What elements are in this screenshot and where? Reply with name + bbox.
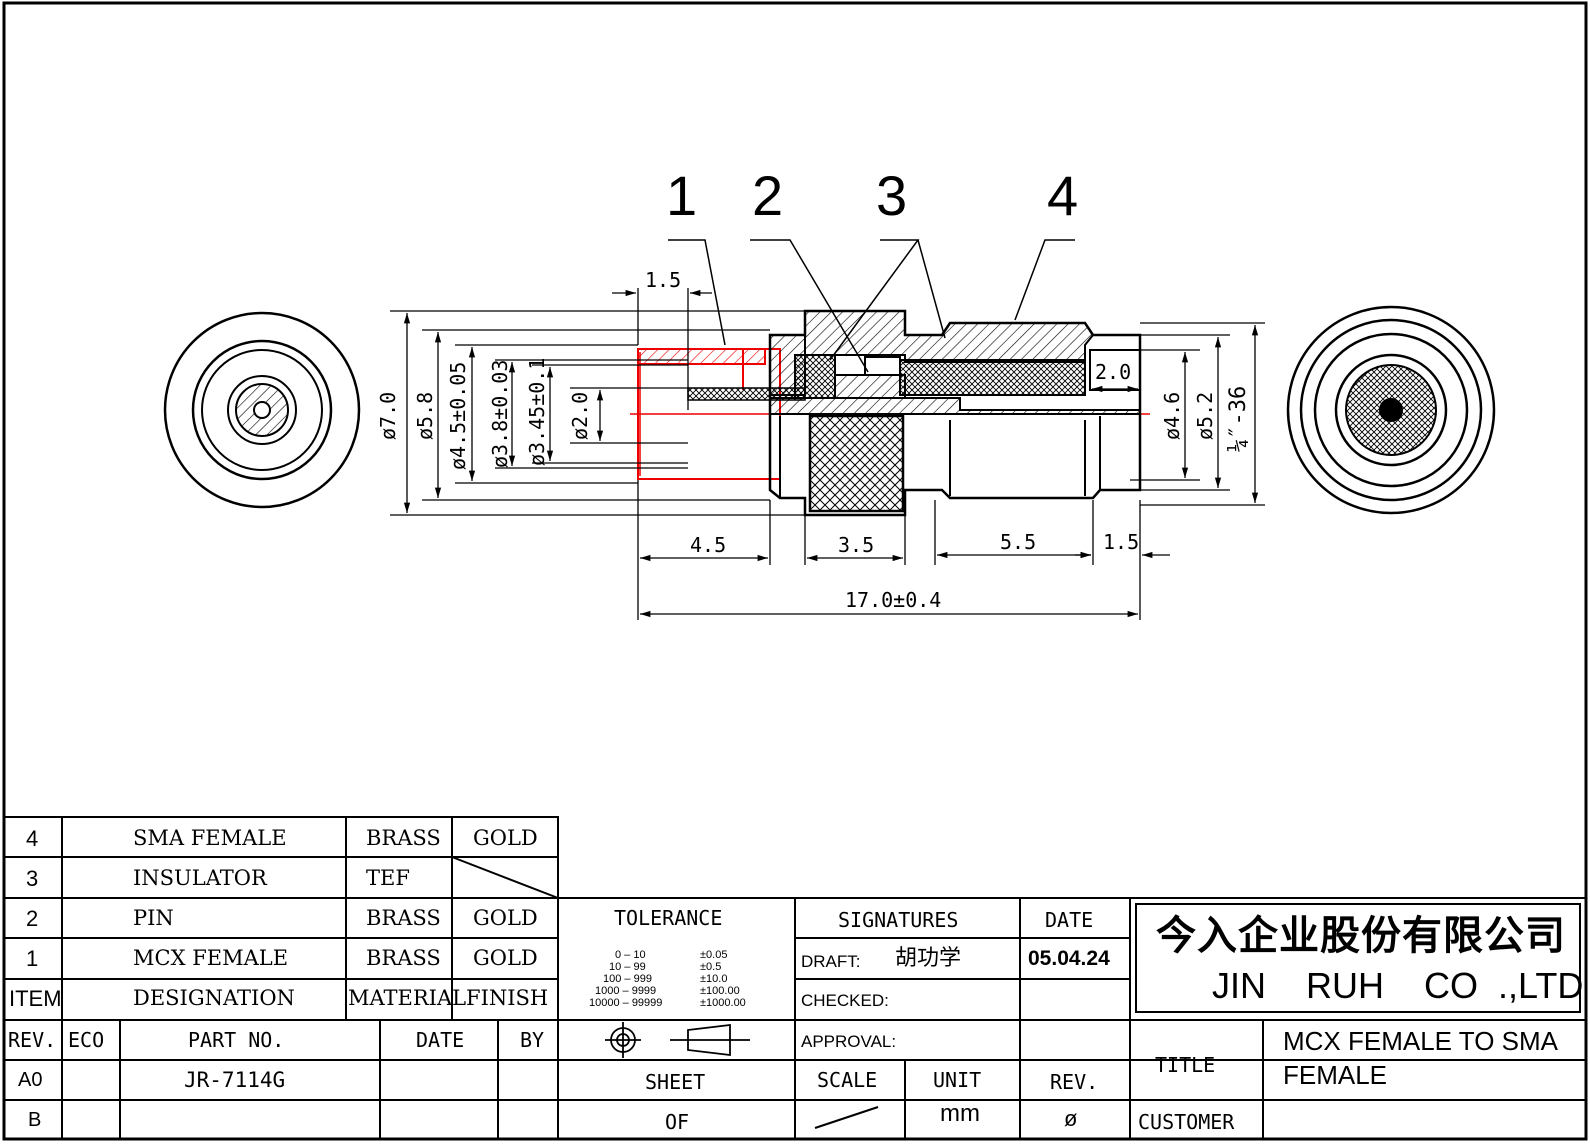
dim-top-1-5: 1.5 xyxy=(645,268,682,292)
title-label: TITLE xyxy=(1155,1053,1216,1077)
dim-dia-5-2: ø5.2 xyxy=(1193,391,1217,440)
tol-value-3: ±100.00 xyxy=(700,985,740,997)
bom-header-designation: DESIGNATION xyxy=(133,986,295,1010)
tol-value-2: ±10.0 xyxy=(700,973,728,985)
by-header: BY xyxy=(520,1028,545,1052)
approval-label: APPROVAL: xyxy=(801,1032,897,1051)
balloon-2: 2 xyxy=(752,164,784,227)
dim-dia-3-45: ø3.45±0.1 xyxy=(525,357,549,466)
title-block-grid xyxy=(3,816,1586,1139)
company-name-chinese: 今入企业股份有限公司 xyxy=(1156,914,1566,958)
company-name-english: JIN RUH CO .,LTD xyxy=(1212,965,1584,1006)
bom-finish-1: GOLD xyxy=(473,946,538,970)
tol-value-4: ±1000.00 xyxy=(700,997,746,1009)
balloon-1: 1 xyxy=(666,164,698,227)
date-header: DATE xyxy=(416,1028,465,1052)
tol-value-1: ±0.5 xyxy=(700,961,722,973)
rev-a0: A0 xyxy=(18,1069,43,1091)
bom-designation-2: PIN xyxy=(133,906,174,930)
tol-range-1: 10 – 99 xyxy=(609,961,646,973)
tol-range-2: 100 – 999 xyxy=(603,973,652,985)
draft-name: 胡功学 xyxy=(895,946,962,971)
bom-material-2: BRASS xyxy=(366,906,441,930)
tol-range-4: 10000 – 99999 xyxy=(589,997,663,1009)
tol-range-3: 1000 – 9999 xyxy=(595,985,657,997)
of-label: OF xyxy=(665,1110,690,1134)
rev-label: REV. xyxy=(1050,1070,1099,1094)
bom-header-finish: FINISH xyxy=(466,986,549,1010)
dim-len-5-5: 5.5 xyxy=(1000,530,1037,554)
signatures-label: SIGNATURES xyxy=(838,908,959,932)
rev-value: ø xyxy=(1064,1106,1078,1131)
bom-header-item: ITEM xyxy=(9,986,62,1011)
dim-dia-3-8: ø3.8±0.03 xyxy=(488,359,512,468)
rev-header: REV. xyxy=(8,1028,57,1052)
sheet-label: SHEET xyxy=(645,1070,706,1094)
bom-finish-2: GOLD xyxy=(473,906,538,930)
bom-item-4: 4 xyxy=(26,826,39,851)
tol-range-0: 0 – 10 xyxy=(615,949,646,961)
draft-label: DRAFT: xyxy=(801,952,861,971)
dimension-lines xyxy=(390,288,1265,620)
side-section-view xyxy=(630,309,1150,517)
bom-designation-3: INSULATOR xyxy=(133,866,267,890)
bom-material-1: BRASS xyxy=(366,946,441,970)
tolerance-label: TOLERANCE xyxy=(614,906,723,930)
dim-total: 17.0±0.4 xyxy=(845,588,942,612)
dim-dia-2-0: ø2.0 xyxy=(568,391,592,440)
eco-header: ECO xyxy=(68,1028,105,1052)
balloon-4: 4 xyxy=(1047,164,1079,227)
rev-b: B xyxy=(28,1109,42,1131)
bom-finish-4: GOLD xyxy=(473,826,538,850)
dim-len-1-5: 1.5 xyxy=(1103,530,1140,554)
projection-symbol xyxy=(605,1022,750,1058)
dim-dia-4-6: ø4.6 xyxy=(1160,391,1184,440)
customer-label: CUSTOMER xyxy=(1138,1110,1235,1134)
title-value-line1: MCX FEMALE TO SMA xyxy=(1283,1026,1558,1056)
part-number: JR-7114G xyxy=(184,1068,286,1092)
date-value: 05.04.24 xyxy=(1028,947,1110,970)
scale-label: SCALE xyxy=(817,1068,878,1092)
checked-label: CHECKED: xyxy=(801,991,889,1010)
unit-label: UNIT xyxy=(933,1068,982,1092)
bom-item-3: 3 xyxy=(26,866,39,891)
balloon-3: 3 xyxy=(876,164,908,227)
bom-header-material: MATERIAL xyxy=(348,986,467,1010)
bom-designation-4: SMA FEMALE xyxy=(133,826,287,850)
dim-thread: ¼″-36 xyxy=(1226,385,1251,452)
dim-dia-4-5: ø4.5±0.05 xyxy=(446,361,470,470)
unit-value: mm xyxy=(940,1100,980,1127)
part-no-header: PART NO. xyxy=(188,1028,285,1052)
tol-value-0: ±0.05 xyxy=(700,949,728,961)
title-value-line2: FEMALE xyxy=(1283,1060,1388,1090)
bom-item-2: 2 xyxy=(26,906,39,931)
dim-inner-2-0: 2.0 xyxy=(1095,360,1132,384)
right-end-view xyxy=(1286,305,1496,515)
dim-len-3-5: 3.5 xyxy=(838,533,875,557)
dim-dia-5-8: ø5.8 xyxy=(413,391,437,440)
date-label: DATE xyxy=(1045,908,1094,932)
bom-designation-1: MCX FEMALE xyxy=(133,946,289,970)
bom-material-3: TEF xyxy=(366,866,410,890)
dim-dia-7-0: ø7.0 xyxy=(376,391,400,440)
left-end-view xyxy=(163,311,361,509)
bom-material-4: BRASS xyxy=(366,826,441,850)
dim-len-4-5: 4.5 xyxy=(690,533,727,557)
leader-lines xyxy=(668,239,1075,373)
bom-item-1: 1 xyxy=(26,946,39,971)
